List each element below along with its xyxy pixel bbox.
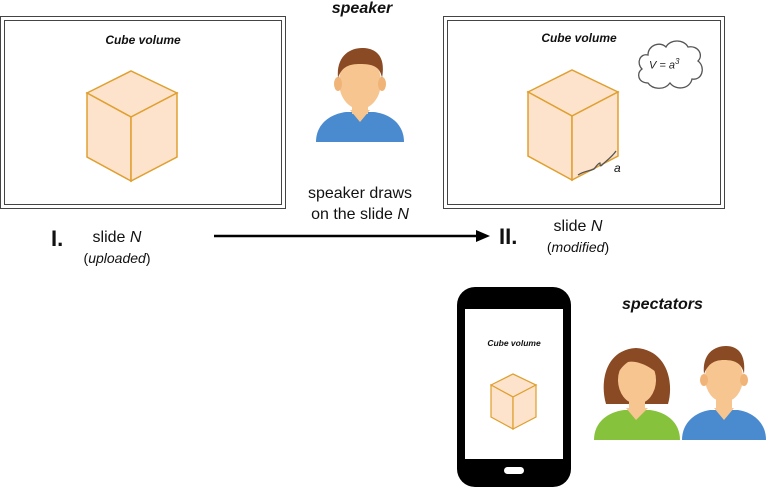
right-arrow <box>214 230 490 242</box>
speaker-label: speaker <box>331 0 393 17</box>
step1-sub: (uploaded) <box>84 250 151 266</box>
step1-sub-italic: uploaded <box>88 250 146 266</box>
arrow-caption-var: N <box>397 206 409 223</box>
step2-caption: slide N (modified) <box>526 217 630 258</box>
spectator-woman-avatar-icon <box>594 348 680 440</box>
arrow-caption: speaker draws on the slide N <box>285 183 435 225</box>
step2-var: N <box>590 218 603 235</box>
step2-open: ( <box>546 239 552 255</box>
slide-inner-frame <box>4 20 282 205</box>
step1-caption: slide N (uploaded) <box>64 228 170 269</box>
step1-close: ) <box>145 250 151 266</box>
brace-mark <box>577 150 617 176</box>
step1-numeral: I. <box>51 226 64 251</box>
step2-numeral: II. <box>499 224 518 249</box>
slide-inner-frame <box>447 20 721 205</box>
formula-base: V = a <box>649 59 675 72</box>
arrow-caption-line2-prefix: on the slide <box>311 206 398 223</box>
step1-open: ( <box>83 250 89 266</box>
cube-icon <box>526 69 620 182</box>
step2-close: ) <box>604 239 610 255</box>
cube-icon <box>85 70 179 183</box>
thought-cloud-icon <box>637 40 703 89</box>
speaker-avatar-icon <box>316 48 404 142</box>
formula-label: V = a3 <box>649 57 679 72</box>
formula-exponent: 3 <box>675 57 680 66</box>
slide-title: Cube volume <box>541 31 617 45</box>
phone-screen: Cube volume <box>465 309 563 459</box>
step1-prefix: slide <box>92 229 130 246</box>
phone-home-button <box>504 467 524 474</box>
edge-label: a <box>614 161 621 175</box>
step2-sub: (modified) <box>547 239 609 255</box>
step2-sub-italic: modified <box>551 239 605 255</box>
cube-icon <box>490 373 538 431</box>
phone-slide-title: Cube volume <box>487 338 541 348</box>
smartphone-icon: Cube volume <box>457 287 571 487</box>
spectators-label: spectators <box>622 296 703 313</box>
spectator-man-avatar-icon <box>682 346 766 440</box>
arrow-caption-line1: speaker draws <box>307 185 413 202</box>
step1-var: N <box>129 229 142 246</box>
slide-uploaded: Cube volume <box>0 16 286 209</box>
slide-title: Cube volume <box>105 33 181 47</box>
slide-modified: Cube volume a V = a3 <box>443 16 725 209</box>
step2-prefix: slide <box>553 218 591 235</box>
